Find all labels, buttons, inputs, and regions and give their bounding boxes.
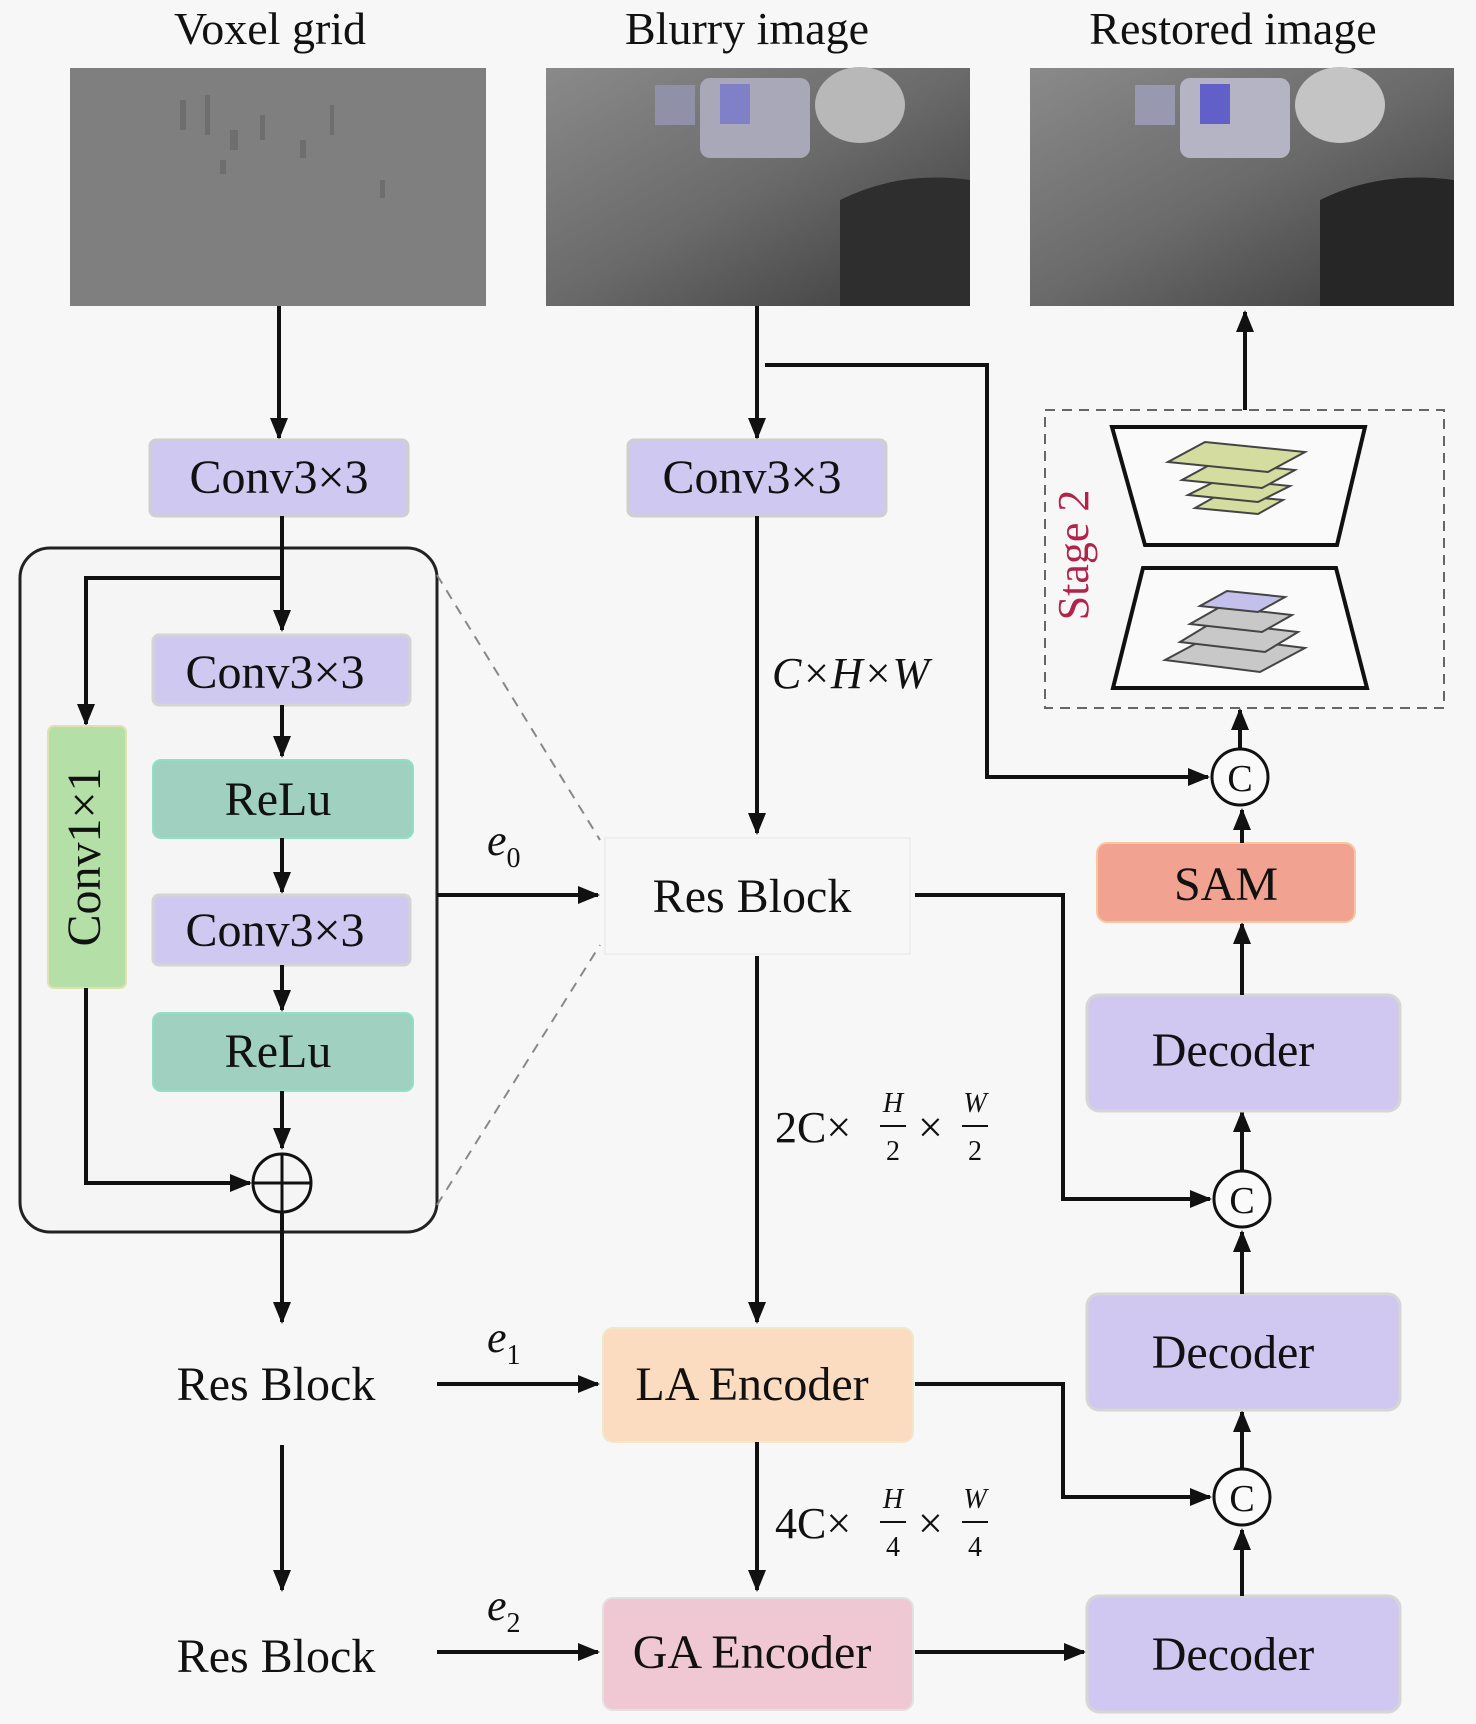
- svg-text:×: ×: [918, 1103, 943, 1152]
- decoder-middle-label: Decoder: [1152, 1326, 1315, 1379]
- svg-text:2: 2: [968, 1136, 982, 1167]
- relu-a-label: ReLu: [225, 773, 332, 826]
- sam-label: SAM: [1174, 858, 1278, 911]
- stage2-label: Stage 2: [1049, 490, 1098, 621]
- res-block-middle-box: [604, 837, 911, 955]
- blurry-image: [546, 67, 970, 306]
- dim-label-2: 4C× H 4 × W 4: [775, 1484, 989, 1563]
- svg-text:W: W: [963, 1484, 989, 1515]
- arrow-blurry-to-concat-top: [765, 363, 1210, 786]
- ga-encoder: [602, 1597, 914, 1711]
- dim-label-1: 2C× H 2 × W 2: [775, 1088, 989, 1167]
- res-block-left-1: Res Block: [177, 1358, 376, 1411]
- zoom-guide-top: [436, 574, 601, 841]
- svg-text:H: H: [882, 1088, 905, 1119]
- conv1x1-label: Conv1×1: [58, 767, 111, 946]
- svg-text:W: W: [963, 1088, 989, 1119]
- relu-b-label: ReLu: [225, 1025, 332, 1078]
- zoom-guide-bottom: [436, 944, 601, 1206]
- blurry-image-title: Blurry image: [625, 3, 869, 54]
- svg-text:4: 4: [886, 1532, 900, 1563]
- svg-text:H: H: [882, 1484, 905, 1515]
- conv3x3-left-top-label: Conv3×3: [189, 451, 368, 504]
- conv3x3-b-label: Conv3×3: [185, 904, 364, 957]
- stage2-box: [1044, 409, 1445, 709]
- svg-text:C: C: [1229, 1478, 1254, 1520]
- decoder-top-label: Decoder: [1152, 1024, 1315, 1077]
- stage2-encoder-trapezoid: [1110, 566, 1370, 690]
- restored-image: [1030, 67, 1454, 306]
- conv3x3-middle-top-label: Conv3×3: [662, 451, 841, 504]
- stage2-decoder-trapezoid: [1109, 425, 1368, 547]
- svg-text:4C×: 4C×: [775, 1499, 851, 1548]
- concat-icon-mid: C: [1212, 1169, 1272, 1229]
- restored-image-title: Restored image: [1089, 3, 1376, 54]
- label-e1: e1: [487, 1313, 521, 1371]
- svg-text:4: 4: [968, 1532, 982, 1563]
- la-encoder-label: LA Encoder: [635, 1358, 868, 1411]
- label-e2: e2: [487, 1581, 521, 1639]
- label-e0: e0: [487, 816, 521, 874]
- concat-icon-top: C: [1210, 747, 1270, 807]
- res-block-left-2: Res Block: [177, 1630, 376, 1683]
- svg-text:×: ×: [918, 1499, 943, 1548]
- svg-text:C: C: [1229, 1180, 1254, 1222]
- concat-icon-low: C: [1212, 1467, 1272, 1527]
- decoder-bottom-label: Decoder: [1152, 1628, 1315, 1681]
- dim-label-0: C×H×W: [772, 649, 933, 698]
- arrow-res-block-to-concat-mid: [915, 893, 1212, 1208]
- arrow-shortcut-to-sum: [84, 988, 252, 1192]
- svg-text:2C×: 2C×: [775, 1103, 851, 1152]
- arrow-into-shortcut: [77, 576, 282, 726]
- svg-text:C: C: [1227, 758, 1252, 800]
- svg-text:2: 2: [886, 1136, 900, 1167]
- ga-encoder-label: GA Encoder: [633, 1626, 872, 1679]
- arrow-la-encoder-to-concat-low: [915, 1382, 1212, 1506]
- conv3x3-left-top: [148, 438, 410, 518]
- sam-module: [1096, 842, 1356, 923]
- voxel-grid-image: [70, 68, 486, 306]
- res-block-middle: Res Block: [653, 870, 852, 923]
- conv3x3-a-label: Conv3×3: [185, 646, 364, 699]
- circled-plus-icon: [251, 1152, 313, 1214]
- voxel-grid-title: Voxel grid: [174, 3, 366, 54]
